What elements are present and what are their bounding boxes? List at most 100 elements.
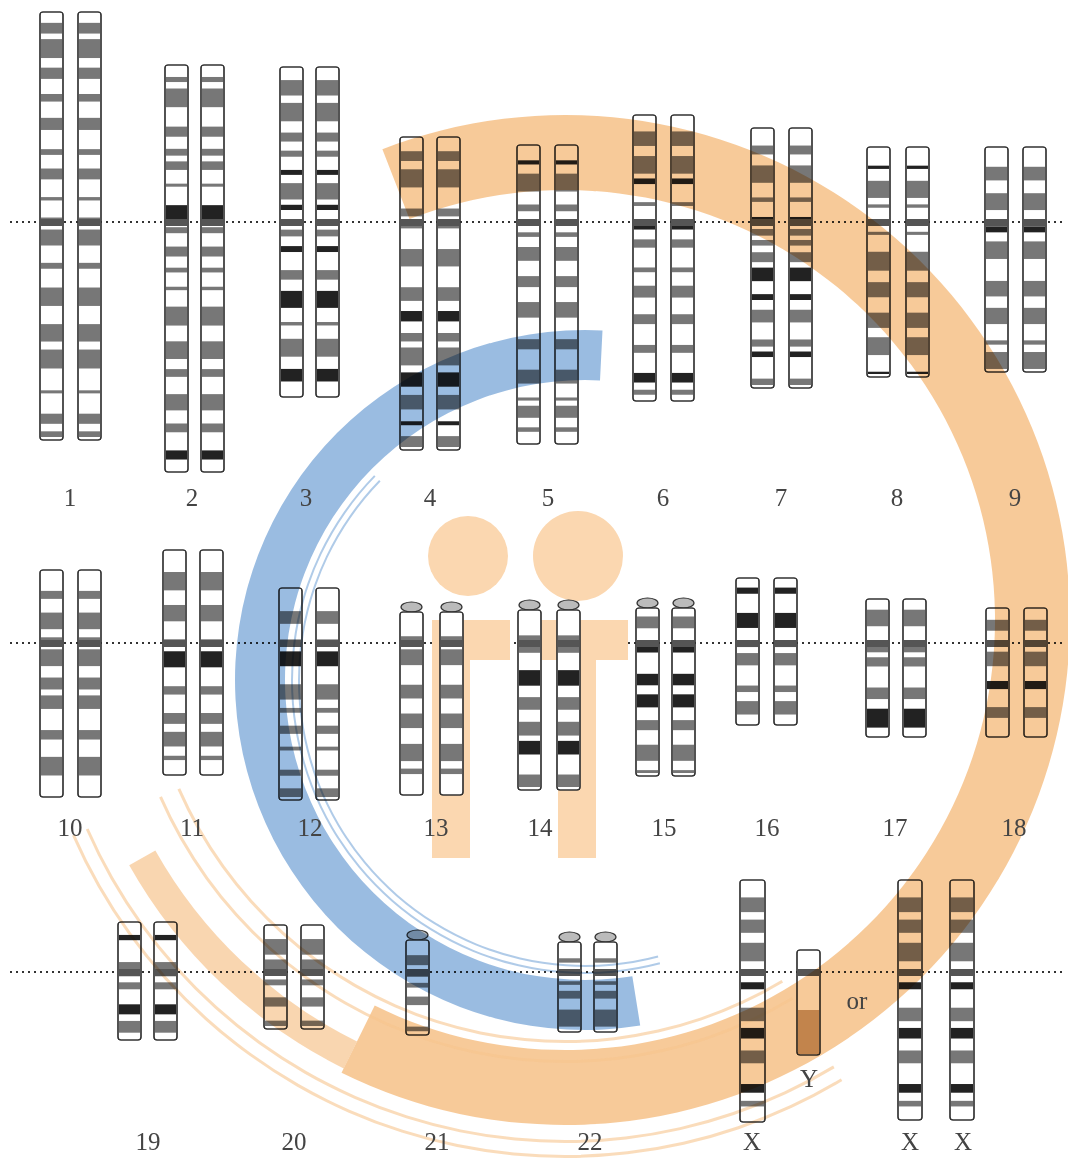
chromatid bbox=[736, 578, 759, 725]
band bbox=[518, 204, 539, 211]
satellite bbox=[595, 932, 616, 942]
band bbox=[166, 219, 187, 226]
band bbox=[986, 281, 1007, 297]
band bbox=[317, 230, 338, 237]
band bbox=[637, 674, 658, 685]
band bbox=[634, 239, 655, 247]
band bbox=[438, 219, 459, 226]
band bbox=[737, 701, 758, 714]
band bbox=[202, 219, 223, 226]
band bbox=[202, 307, 223, 326]
band bbox=[317, 369, 338, 382]
band bbox=[166, 341, 187, 359]
band bbox=[201, 713, 222, 724]
band bbox=[907, 181, 928, 198]
band bbox=[202, 127, 223, 137]
chromatid bbox=[636, 608, 659, 776]
band bbox=[317, 291, 338, 308]
band bbox=[986, 219, 1007, 226]
blue-ring bbox=[298, 480, 658, 967]
band bbox=[79, 118, 100, 130]
chromatid bbox=[400, 612, 423, 795]
band bbox=[119, 1004, 140, 1014]
band bbox=[737, 653, 758, 665]
band bbox=[438, 209, 459, 217]
chromatid-outline bbox=[557, 610, 580, 790]
chromosome bbox=[200, 550, 223, 775]
band bbox=[79, 230, 100, 246]
band bbox=[634, 390, 655, 395]
band bbox=[673, 640, 694, 647]
band bbox=[752, 310, 773, 323]
band bbox=[317, 651, 338, 666]
chromosome bbox=[557, 600, 580, 790]
band bbox=[986, 241, 1007, 259]
band bbox=[904, 646, 925, 652]
chromosome bbox=[316, 67, 339, 397]
band bbox=[673, 694, 694, 707]
chromatid-outline bbox=[866, 599, 889, 737]
band bbox=[202, 341, 223, 359]
band bbox=[986, 308, 1007, 324]
chromosome bbox=[400, 602, 423, 795]
band bbox=[867, 709, 888, 728]
band bbox=[637, 640, 658, 647]
band bbox=[899, 1008, 921, 1021]
band bbox=[556, 204, 577, 211]
band bbox=[951, 969, 973, 976]
band bbox=[79, 730, 100, 739]
chromatid-outline bbox=[985, 147, 1008, 372]
band bbox=[899, 1101, 921, 1107]
band bbox=[752, 294, 773, 300]
band bbox=[637, 745, 658, 761]
band bbox=[79, 263, 100, 269]
band bbox=[79, 390, 100, 393]
chromosome-number: 19 bbox=[136, 1129, 161, 1154]
band bbox=[401, 685, 422, 699]
chromosome-number: 21 bbox=[425, 1129, 450, 1154]
band bbox=[867, 657, 888, 666]
band bbox=[790, 310, 811, 323]
band bbox=[166, 77, 187, 82]
band bbox=[558, 722, 579, 736]
band bbox=[1024, 167, 1045, 181]
chromatid bbox=[200, 550, 223, 775]
band bbox=[1024, 193, 1045, 210]
chromatid bbox=[201, 65, 224, 472]
band bbox=[673, 647, 694, 653]
band bbox=[281, 270, 302, 280]
band bbox=[401, 249, 422, 266]
band bbox=[79, 431, 100, 437]
band bbox=[634, 373, 655, 383]
band bbox=[79, 649, 100, 666]
band bbox=[867, 646, 888, 652]
band bbox=[41, 230, 62, 246]
band bbox=[281, 219, 302, 226]
band bbox=[438, 333, 459, 341]
band bbox=[907, 232, 928, 235]
chromosome bbox=[866, 599, 889, 737]
band bbox=[558, 670, 579, 686]
band bbox=[867, 640, 888, 647]
chromatid bbox=[40, 570, 63, 797]
band bbox=[41, 757, 62, 776]
band bbox=[164, 713, 185, 724]
chromosome-number: 4 bbox=[424, 485, 437, 510]
band bbox=[202, 227, 223, 233]
band bbox=[518, 247, 539, 261]
band bbox=[634, 267, 655, 272]
band bbox=[556, 427, 577, 431]
band bbox=[281, 291, 302, 308]
band bbox=[518, 232, 539, 237]
band bbox=[281, 246, 302, 252]
band bbox=[166, 450, 187, 459]
band bbox=[164, 572, 185, 590]
band bbox=[556, 302, 577, 318]
band bbox=[401, 769, 422, 774]
chromatid-outline bbox=[118, 922, 141, 1040]
band bbox=[317, 339, 338, 357]
band bbox=[166, 89, 187, 108]
band bbox=[441, 714, 462, 729]
chromosome bbox=[165, 65, 188, 472]
satellite bbox=[559, 932, 580, 942]
